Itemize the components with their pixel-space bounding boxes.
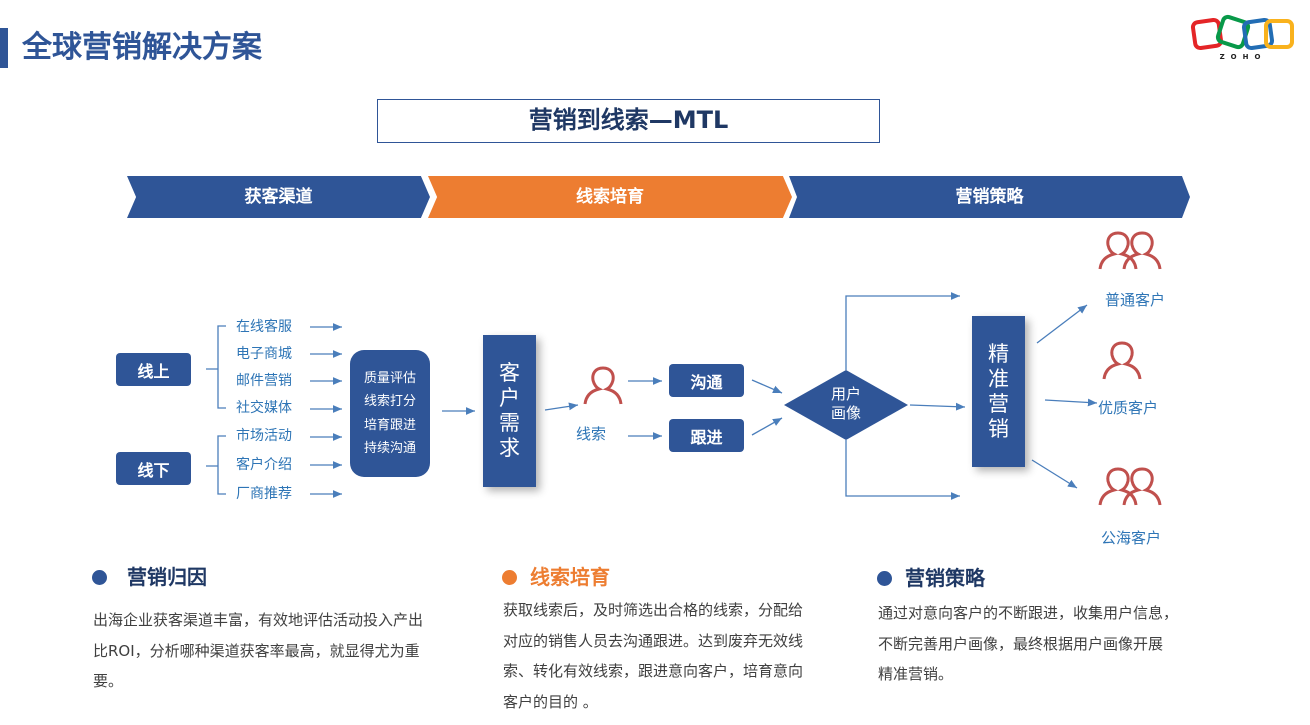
section-heading: 营销策略 (905, 566, 985, 590)
stage-acquisition: 获客渠道 (127, 176, 430, 218)
precision-marketing-box: 精准营销 (972, 316, 1025, 467)
demand-char: 需 (499, 411, 520, 435)
text-line: 要。 (93, 672, 124, 690)
channel-item: 在线客服 (236, 319, 292, 335)
text-line: 不断完善用户画像，最终根据用户画像开展 (878, 634, 1164, 653)
portrait-text: 用户 (830, 385, 861, 403)
customer-regular: 普通客户 (1105, 291, 1166, 309)
customer-demand-box: 客户需求 (483, 335, 536, 487)
communicate-box: 沟通 (669, 364, 744, 397)
text-line: 对应的销售人员去沟通跟进。达到废弃无效线 (503, 631, 804, 650)
bullet-dot (877, 571, 892, 586)
customer-public-pool: 公海客户 (1101, 529, 1162, 547)
people-icon (1098, 231, 1162, 270)
text-line: 通过对意向客户的不断跟进，收集用户信息， (878, 604, 1179, 622)
person-icon (1102, 341, 1142, 380)
portrait-text: 画像 (830, 404, 861, 422)
svg-text:ZOHO: ZOHO (1220, 53, 1267, 61)
bullet-dot (92, 570, 107, 585)
page-title: 全球营销解决方案 (22, 30, 262, 65)
precision-char: 精 (988, 341, 1009, 366)
channel-item: 市场活动 (236, 428, 292, 444)
process-box: 质量评估 线索打分 培育跟进 持续沟通 (350, 350, 430, 477)
text-line: 出海企业获客渠道丰富，有效地评估活动投入产出 (93, 611, 424, 629)
section-text: 获取线索后，及时筛选出合格的线索，分配给对应的销售人员去沟通跟进。达到废弃无效线… (503, 595, 853, 717)
text-line: 客户的目的 。 (503, 692, 598, 711)
channel-item: 客户介绍 (236, 457, 292, 473)
precision-char: 销 (988, 416, 1009, 441)
process-item: 质量评估 (363, 370, 416, 386)
demand-char: 求 (499, 436, 520, 460)
precision-char: 准 (988, 366, 1009, 391)
demand-char: 客 (499, 361, 520, 385)
process-item: 培育跟进 (363, 417, 416, 433)
follow-up-box: 跟进 (669, 419, 744, 452)
demand-char: 户 (499, 386, 520, 410)
user-portrait-label: 用户画像 (816, 385, 876, 423)
bullet-dot (502, 570, 517, 585)
process-item: 线索打分 (363, 394, 416, 409)
offline-label: 线下 (116, 452, 191, 485)
customer-premium: 优质客户 (1098, 399, 1159, 417)
people-icon (1098, 467, 1162, 506)
mtl-title: 营销到线索—MTL (377, 99, 880, 143)
section-heading: 线索培育 (530, 565, 610, 589)
text-line: 获取线索后，及时筛选出合格的线索，分配给 (503, 601, 804, 619)
section-text: 通过对意向客户的不断跟进，收集用户信息， 不断完善用户画像，最终根据用户画像开展精… (878, 598, 1228, 690)
stage-nurturing: 线索培育 (428, 176, 792, 218)
lead-label: 线索 (576, 425, 607, 443)
title-accent-bar (0, 28, 8, 68)
section-text: 出海企业获客渠道丰富，有效地评估活动投入产出比ROI，分析哪种渠道获客率最高，就… (93, 605, 473, 697)
channel-item: 电子商城 (236, 346, 292, 362)
section-heading: 营销归因 (127, 565, 207, 589)
channel-item: 厂商推荐 (236, 486, 292, 502)
channel-item: 邮件营销 (236, 373, 292, 389)
precision-char: 营 (988, 391, 1009, 416)
process-item: 持续沟通 (363, 441, 416, 456)
person-icon (583, 366, 623, 405)
text-line: 比ROI，分析哪种渠道获客率最高，就显得尤为重 (93, 641, 420, 660)
zoho-logo: ZOHO (1190, 14, 1296, 62)
stage-strategy: 营销策略 (789, 176, 1190, 218)
channel-item: 社交媒体 (236, 400, 292, 416)
online-label: 线上 (116, 353, 191, 386)
portrait-diamond (784, 370, 908, 440)
text-line: 精准营销。 (878, 665, 954, 683)
text-line: 索、转化有效线索，跟进意向客户，培育意向 (503, 662, 804, 680)
